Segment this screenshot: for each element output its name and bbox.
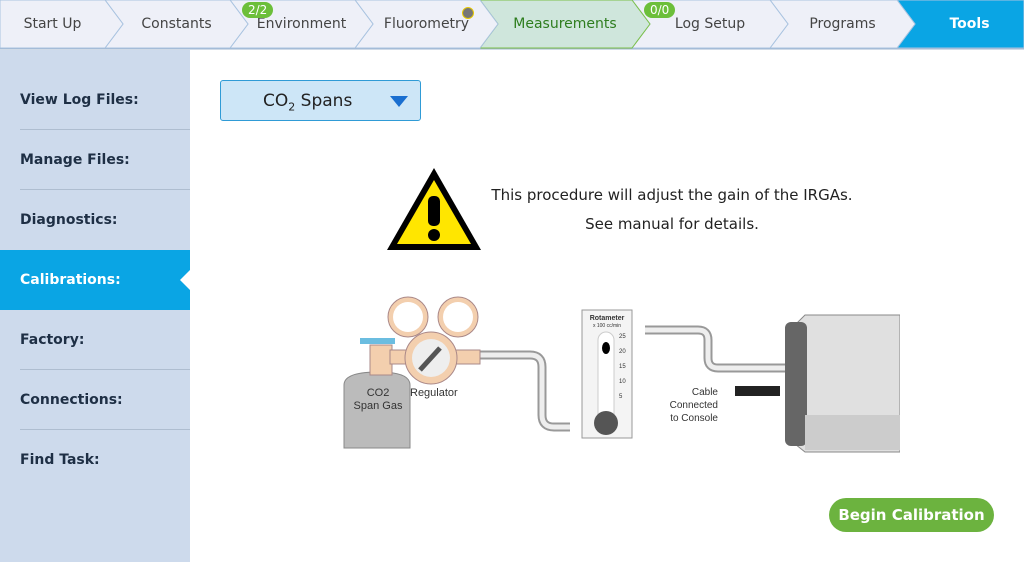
- sidebar-item-factory[interactable]: Factory:: [0, 310, 190, 370]
- sidebar-item-diagnostics[interactable]: Diagnostics:: [0, 190, 190, 250]
- cable-label: Connected: [670, 400, 718, 411]
- sidebar-divider: [20, 189, 190, 190]
- calibration-setup-diagram: CO2 Span Gas Regulator Rotameter x 100 c…: [343, 296, 900, 453]
- sidebar-divider: [20, 369, 190, 370]
- sidebar-item-label: Calibrations:: [20, 272, 121, 288]
- scale-tick: 5: [619, 394, 623, 400]
- dropdown-value: CO2 Spans: [263, 91, 353, 114]
- nav-tab-tools[interactable]: Tools: [949, 16, 990, 32]
- sidebar-item-label: View Log Files:: [20, 92, 139, 108]
- nav-tab-measurements[interactable]: Measurements: [513, 16, 617, 32]
- sidebar-item-label: Diagnostics:: [20, 212, 118, 228]
- scale-tick: 15: [619, 364, 626, 370]
- rotameter-units: x 100 cc/min: [593, 323, 621, 329]
- sidebar-item-connections[interactable]: Connections:: [0, 370, 190, 430]
- begin-calibration-button[interactable]: Begin Calibration: [829, 498, 994, 532]
- sidebar-item-find-task[interactable]: Find Task:: [0, 430, 190, 490]
- nav-tab-programs[interactable]: Programs: [809, 16, 876, 32]
- sidebar-item-manage-files[interactable]: Manage Files:: [0, 130, 190, 190]
- tank-label: CO2: [367, 387, 390, 399]
- warning-icon: [387, 168, 481, 250]
- sidebar-divider: [20, 129, 190, 130]
- sidebar-item-view-log-files[interactable]: View Log Files:: [0, 70, 190, 130]
- scale-tick: 10: [619, 379, 626, 385]
- tab-badge: 2/2: [242, 2, 274, 18]
- warning-text-line2: See manual for details.: [585, 215, 759, 233]
- sidebar-divider: [20, 429, 190, 430]
- calibration-type-dropdown[interactable]: CO2 Spans: [220, 80, 421, 121]
- sidebar-item-calibrations[interactable]: Calibrations:: [0, 250, 190, 310]
- sidebar-item-label: Manage Files:: [20, 152, 130, 168]
- active-indicator: [180, 270, 190, 290]
- nav-tab-log-setup[interactable]: Log Setup: [674, 16, 746, 32]
- rotameter-label: Rotameter: [590, 315, 625, 322]
- scale-tick: 25: [619, 334, 626, 340]
- chevron-down-icon: [390, 96, 408, 107]
- sidebar-item-label: Connections:: [20, 392, 123, 408]
- nav-tab-shape: [0, 0, 124, 49]
- nav-tab-constants[interactable]: Constants: [141, 16, 212, 32]
- nav-tab-environment[interactable]: Environment: [256, 16, 347, 32]
- tank-label-2: Span Gas: [354, 400, 403, 412]
- nav-tab-fluorometry[interactable]: Fluorometry: [383, 16, 470, 32]
- warning-text-line1: This procedure will adjust the gain of t…: [491, 186, 853, 204]
- regulator-label: Regulator: [410, 387, 458, 399]
- status-dot-icon: [462, 7, 474, 19]
- cable-label: to Console: [670, 413, 718, 424]
- sidebar-item-label: Find Task:: [20, 452, 100, 468]
- cable-label: Cable: [692, 387, 719, 398]
- sidebar: View Log Files: Manage Files: Diagnostics:…: [0, 50, 190, 562]
- scale-tick: 20: [619, 349, 626, 355]
- nav-tab-start-up[interactable]: Start Up: [23, 16, 82, 32]
- sidebar-item-label: Factory:: [20, 332, 85, 348]
- tab-badge: 0/0: [644, 2, 676, 18]
